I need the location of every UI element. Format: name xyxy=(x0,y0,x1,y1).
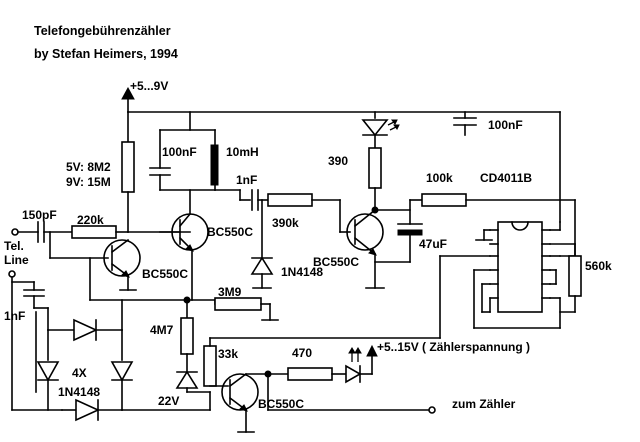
label-4x: 4X xyxy=(72,366,87,380)
label-q3: BC550C xyxy=(313,255,359,269)
counter-terminal xyxy=(428,406,436,414)
ic-cd4011b xyxy=(473,221,576,329)
label-390k: 390k xyxy=(272,216,299,230)
resistor-560k xyxy=(568,255,582,297)
label-1nf-b: 1nF xyxy=(4,309,25,323)
resistor-100k xyxy=(421,193,467,207)
tel-line-terminal-2 xyxy=(8,270,16,278)
label-z-9v: 9V: 15M xyxy=(66,175,111,189)
transistor-q4 xyxy=(221,372,259,433)
resistor-8m2 xyxy=(121,141,135,193)
label-line: Line xyxy=(4,253,29,267)
transistor-q3 xyxy=(346,208,385,289)
label-100nf-a: 100nF xyxy=(162,145,197,159)
title: Telefongebührenzähler xyxy=(34,24,171,38)
resistor-470 xyxy=(287,367,333,381)
label-q2: BC550C xyxy=(207,225,253,239)
label-220k: 220k xyxy=(77,213,104,227)
inductor-10mh xyxy=(210,144,219,186)
label-1nf-a: 1nF xyxy=(236,173,257,187)
author: by Stefan Heimers, 1994 xyxy=(34,47,178,61)
led-icon xyxy=(361,119,389,137)
resistor-4m7 xyxy=(180,317,194,355)
supply-rail xyxy=(121,86,561,223)
resistor-33k xyxy=(203,345,217,387)
label-4m7: 4M7 xyxy=(150,323,174,337)
label-390: 390 xyxy=(328,154,348,168)
transistor-q2 xyxy=(159,212,209,301)
resistor-390k xyxy=(267,193,313,207)
resistor-3m9 xyxy=(214,297,262,311)
diode-1n4148-clamp xyxy=(250,199,274,289)
label-10mh: 10mH xyxy=(226,145,259,159)
tel-line-terminal xyxy=(11,228,19,236)
label-supply-top: +5...9V xyxy=(130,79,168,93)
resistor-220k xyxy=(71,225,117,239)
label-150pf: 150pF xyxy=(22,208,57,222)
ic-package xyxy=(497,221,543,313)
label-tel: Tel. xyxy=(4,239,24,253)
lc-tank xyxy=(149,111,219,215)
capacitor-47uf xyxy=(397,199,423,263)
led-indicator xyxy=(361,111,400,149)
label-z-5v: 5V: 8M2 xyxy=(66,160,111,174)
label-q4: BC550C xyxy=(258,397,304,411)
resistor-390 xyxy=(368,147,382,189)
label-q1: BC550C xyxy=(142,267,188,281)
label-supply-counter: +5..15V ( Zählerspannung ) xyxy=(377,340,530,354)
label-3m9: 3M9 xyxy=(218,285,242,299)
label-1n4148-b: 1N4148 xyxy=(58,385,100,399)
label-560k: 560k xyxy=(585,259,612,273)
label-22v: 22V xyxy=(158,394,179,408)
capacitor-100nf-top xyxy=(453,111,477,136)
label-470: 470 xyxy=(292,346,312,360)
label-100nf-b: 100nF xyxy=(488,118,523,132)
transistor-q1 xyxy=(103,238,141,291)
label-33k: 33k xyxy=(218,347,238,361)
label-100k: 100k xyxy=(426,171,453,185)
led-counter-icon xyxy=(345,364,362,384)
bridge-rectifier xyxy=(33,299,211,422)
label-zum-zaehler: zum Zähler xyxy=(452,397,516,411)
label-cd4011b: CD4011B xyxy=(480,171,532,185)
label-47uf: 47uF xyxy=(419,237,447,251)
label-1n4148-a: 1N4148 xyxy=(281,265,323,279)
zener-22v xyxy=(175,370,199,389)
